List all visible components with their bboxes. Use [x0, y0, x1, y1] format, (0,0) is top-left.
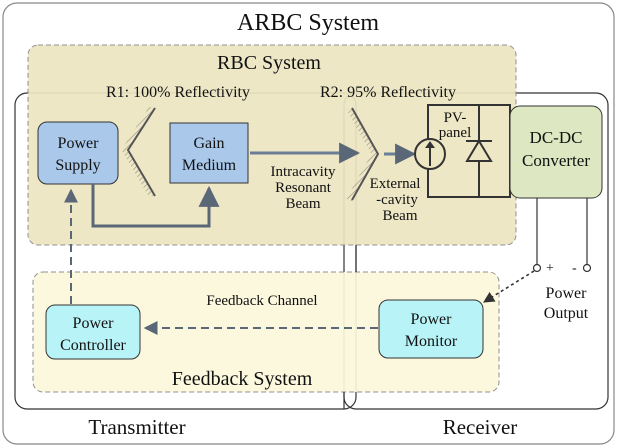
power-controller-box [45, 304, 141, 360]
pv-panel-label-1: PV- [444, 110, 467, 126]
arbc-title: ARBC System [237, 10, 379, 36]
minus-label: - [572, 261, 577, 276]
power-supply-label-1: Power [58, 135, 100, 152]
intracavity-label-1: Intracavity [271, 164, 336, 180]
power-supply-box [37, 121, 119, 185]
power-controller-label-2: Controller [60, 337, 126, 354]
power-output-label-2: Output [544, 305, 589, 322]
plus-terminal [532, 263, 542, 273]
intracavity-label-3: Beam [286, 196, 321, 212]
mirror-r2 [346, 106, 380, 202]
supply-to-gain-line [91, 184, 220, 228]
transmitter-label: Transmitter [88, 415, 185, 439]
external-label-3: Beam [383, 208, 418, 224]
plus-label: + [546, 261, 554, 276]
gain-medium-box [169, 122, 249, 184]
power-supply-label-2: Supply [55, 157, 100, 174]
power-monitor-label-1: Power [411, 311, 453, 328]
power-controller-label-1: Power [73, 315, 115, 332]
receiver-label: Receiver [443, 415, 518, 439]
intracavity-label-2: Resonant [275, 180, 332, 196]
mirror-r1 [121, 106, 156, 198]
rbc-title: RBC System [217, 52, 321, 74]
r2-label: R2: 95% Reflectivity [320, 84, 456, 101]
feedback-channel-label: Feedback Channel [206, 293, 317, 309]
external-label-1: External [370, 176, 421, 192]
power-output-label-1: Power [546, 285, 588, 302]
external-label-2: -cavity [376, 192, 418, 208]
power-monitor-box [378, 299, 484, 359]
dcdc-label-1: DC-DC [530, 128, 583, 147]
feedback-title: Feedback System [172, 368, 313, 390]
power-monitor-label-2: Monitor [405, 333, 458, 350]
minus-terminal [582, 263, 592, 273]
r1-label: R1: 100% Reflectivity [106, 84, 250, 101]
pv-panel-label-2: panel [439, 125, 471, 141]
gain-medium-label-2: Medium [182, 157, 237, 174]
dcdc-converter-box [509, 105, 603, 199]
gain-medium-label-1: Gain [193, 135, 224, 152]
output-to-monitor-arrow [483, 270, 535, 303]
dcdc-label-2: Converter [522, 151, 590, 170]
